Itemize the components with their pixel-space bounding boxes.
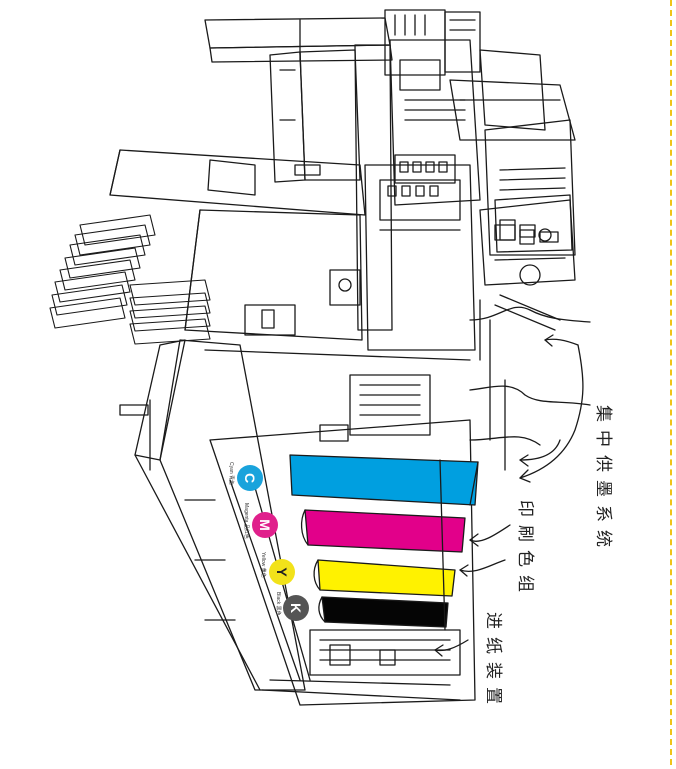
cyan-unit (289, 454, 479, 506)
frame-structure (269, 39, 481, 331)
swatch-label-magenta: Magenta 品红色 (243, 503, 250, 539)
page-edge-border (670, 0, 672, 765)
swatch-cyan: C (237, 465, 263, 491)
press-body (184, 164, 476, 351)
horizontal-beam (109, 149, 366, 216)
svg-text:K: K (288, 603, 304, 613)
magenta-unit (304, 509, 466, 553)
swatch-black: K (283, 595, 309, 621)
swatch-label-cyan: Cyan 青色 (228, 462, 235, 485)
paper-stack (49, 214, 211, 345)
yellow-unit (317, 559, 456, 597)
svg-text:M: M (257, 519, 273, 531)
label-print-unit: 印刷色组 (515, 500, 535, 600)
control-cabinet (479, 199, 576, 331)
swatch-yellow: Y (269, 559, 295, 585)
label-feeder: 进纸装置 (483, 612, 503, 712)
svg-text:C: C (242, 473, 258, 483)
svg-text:Y: Y (274, 567, 290, 577)
cmyk-swatches: C M Y K Cyan 青色 Magenta 品红色 Yellow 黄色 Bl… (228, 462, 309, 621)
swatch-magenta: M (252, 512, 278, 538)
swatch-label-yellow: Yellow 黄色 (260, 552, 267, 578)
label-ink-supply-system: 集中供墨系统 (593, 405, 613, 555)
cmyk-print-units (289, 454, 479, 631)
black-unit (321, 596, 449, 628)
ink-supply-pipes (469, 299, 591, 471)
swatch-label-black: Black 黑色 (275, 592, 282, 616)
